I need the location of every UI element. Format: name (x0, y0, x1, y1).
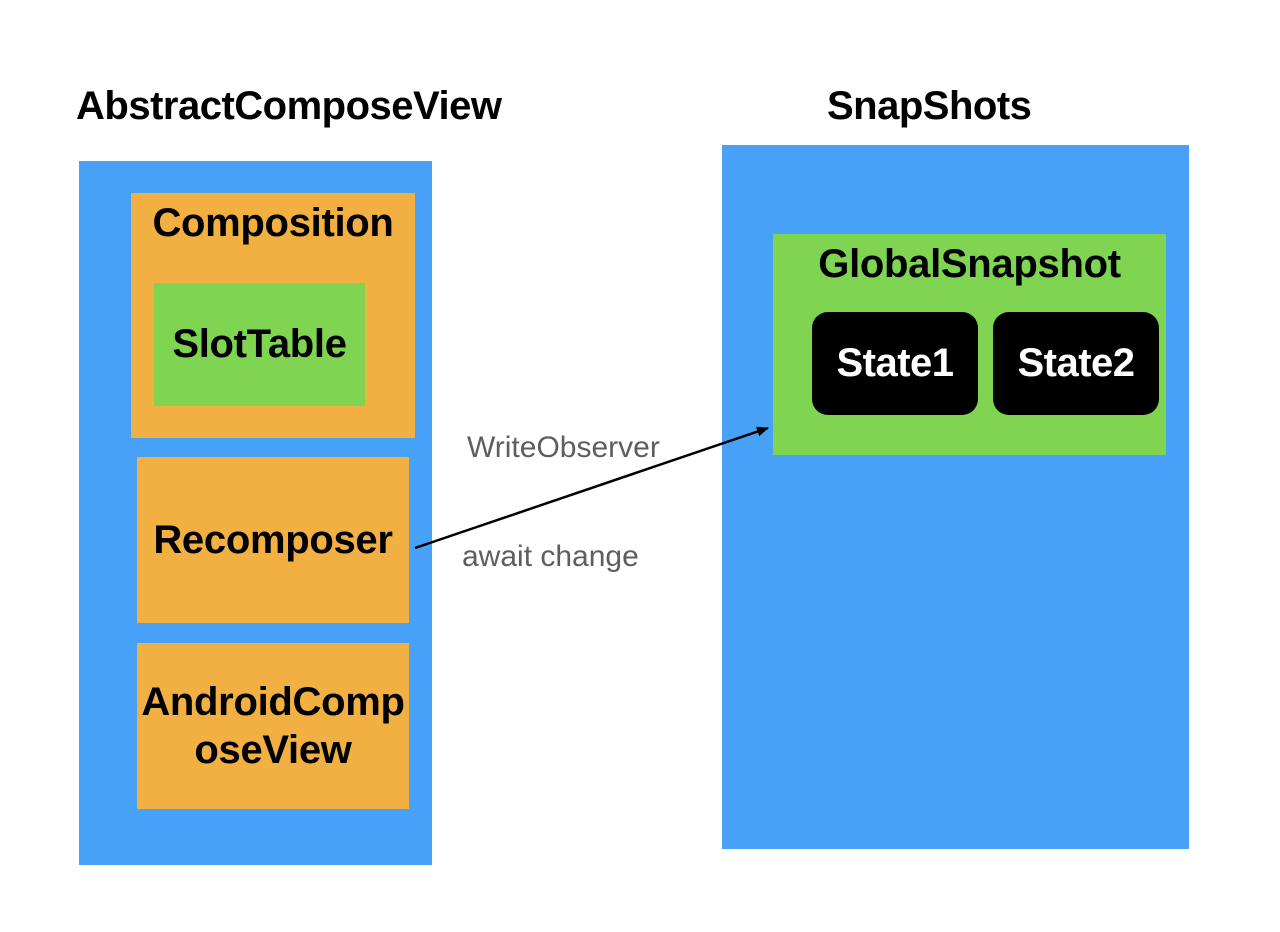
global-snapshot-label: GlobalSnapshot (818, 242, 1121, 286)
slot-table-box: SlotTable (154, 283, 365, 406)
state1-label: State1 (836, 341, 954, 385)
recomposer-box: Recomposer (137, 457, 409, 623)
write-observer-label: WriteObserver (467, 431, 660, 464)
abstract-compose-view-title: AbstractComposeView (76, 84, 502, 128)
snapshots-title: SnapShots (827, 84, 1032, 128)
slot-table-label: SlotTable (172, 322, 347, 366)
android-compose-view-label-line2: oseView (194, 728, 352, 772)
composition-box: Composition SlotTable (131, 193, 415, 438)
recomposer-to-global-snapshot-edge (414, 426, 769, 550)
android-compose-view-label-line1: AndroidComp (141, 680, 405, 724)
state2-box: State2 (993, 312, 1159, 415)
composition-label: Composition (152, 201, 394, 245)
android-compose-view-box: AndroidComp oseView (137, 643, 409, 809)
state1-box: State1 (812, 312, 978, 415)
recomposer-label: Recomposer (153, 517, 393, 562)
await-change-label: await change (462, 540, 639, 573)
global-snapshot-box: GlobalSnapshot State1 State2 (773, 234, 1166, 455)
state2-label: State2 (1017, 341, 1135, 385)
